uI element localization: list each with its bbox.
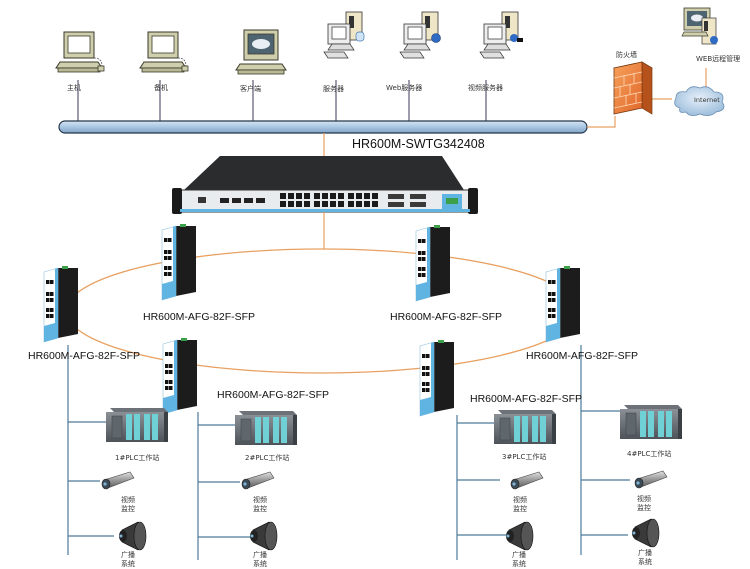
speaker-4-label: 广播系统 bbox=[638, 549, 652, 566]
core-switch[interactable] bbox=[172, 156, 478, 214]
camera-3-label: 视频监控 bbox=[513, 496, 527, 513]
drop-lines bbox=[77, 80, 487, 121]
top-node-server[interactable] bbox=[323, 11, 365, 59]
speaker-1[interactable] bbox=[118, 521, 147, 551]
globe-icon bbox=[431, 33, 441, 43]
backbone-bus bbox=[58, 120, 588, 134]
remote-management-label: WEB远程管理 bbox=[696, 55, 741, 63]
speaker-4[interactable] bbox=[631, 518, 660, 548]
wan-links bbox=[587, 68, 707, 128]
ring-switch-1-model: HR600M-AFG-82F-SFP bbox=[28, 350, 141, 362]
ring-switch-5[interactable] bbox=[419, 339, 455, 417]
plc-4-label: 4#PLC工作站 bbox=[627, 450, 672, 458]
cloud-icon bbox=[691, 14, 703, 22]
cloud-icon bbox=[252, 39, 270, 49]
core-switch-model: HR600M-SWTG342408 bbox=[352, 137, 485, 151]
backup-label: 备机 bbox=[154, 84, 168, 92]
firewall-label: 防火墙 bbox=[616, 51, 637, 59]
speaker-3-label: 广播系统 bbox=[512, 551, 526, 568]
camera-1[interactable] bbox=[101, 471, 135, 490]
camera-4[interactable] bbox=[634, 470, 668, 489]
top-node-client[interactable] bbox=[235, 29, 287, 75]
client-label: 客户端 bbox=[240, 85, 261, 93]
host-label: 主机 bbox=[67, 84, 81, 92]
ring-switch-6[interactable] bbox=[545, 265, 581, 343]
ring-switch-2[interactable] bbox=[161, 223, 197, 301]
firewall[interactable] bbox=[613, 61, 653, 115]
ring-switch-3[interactable] bbox=[162, 337, 198, 415]
top-node-video-server[interactable] bbox=[479, 11, 523, 59]
video-server-label: 视频服务器 bbox=[468, 84, 503, 92]
camera-3[interactable] bbox=[510, 471, 544, 490]
speaker-1-label: 广播系统 bbox=[121, 551, 135, 568]
ring-switch-2-model: HR600M-AFG-82F-SFP bbox=[143, 311, 256, 323]
internet-label: Internet bbox=[694, 96, 720, 104]
ring-switch-1[interactable] bbox=[43, 265, 79, 343]
top-node-web-server[interactable] bbox=[399, 11, 441, 59]
globe-icon bbox=[510, 34, 518, 42]
speaker-2[interactable] bbox=[249, 521, 278, 551]
plc-1-label: 1#PLC工作站 bbox=[115, 454, 160, 462]
plc-station-3[interactable] bbox=[493, 409, 557, 445]
speaker-2-label: 广播系统 bbox=[253, 551, 267, 568]
ring-switch-3-model: HR600M-AFG-82F-SFP bbox=[217, 389, 330, 401]
camera-1-label: 视频监控 bbox=[121, 496, 135, 513]
ring-switch-4-model: HR600M-AFG-82F-SFP bbox=[390, 311, 503, 323]
server-label: 服务器 bbox=[323, 85, 344, 93]
plc-station-4[interactable] bbox=[619, 404, 683, 440]
globe-icon bbox=[710, 36, 718, 44]
top-node-backup[interactable] bbox=[139, 31, 189, 73]
plc-2-label: 2#PLC工作站 bbox=[245, 454, 290, 462]
speaker-3[interactable] bbox=[505, 521, 534, 551]
plc-station-1[interactable] bbox=[105, 407, 169, 443]
remote-management-node[interactable] bbox=[681, 7, 718, 45]
database-icon bbox=[355, 31, 365, 42]
internet-cloud[interactable] bbox=[674, 86, 725, 116]
top-node-host[interactable] bbox=[55, 31, 105, 73]
plc-station-2[interactable] bbox=[234, 410, 298, 446]
plc-3-label: 3#PLC工作站 bbox=[502, 453, 547, 461]
camera-4-label: 视频监控 bbox=[637, 495, 651, 512]
camera-badge-icon bbox=[517, 38, 523, 42]
ring-switch-4[interactable] bbox=[415, 224, 451, 302]
ring-switch-6-model: HR600M-AFG-82F-SFP bbox=[526, 350, 639, 362]
web-server-label: Web服务器 bbox=[386, 84, 423, 92]
camera-2[interactable] bbox=[241, 471, 275, 490]
ring-switch-5-model: HR600M-AFG-82F-SFP bbox=[470, 393, 583, 405]
camera-2-label: 视频监控 bbox=[253, 496, 267, 513]
field-lines bbox=[67, 345, 630, 560]
